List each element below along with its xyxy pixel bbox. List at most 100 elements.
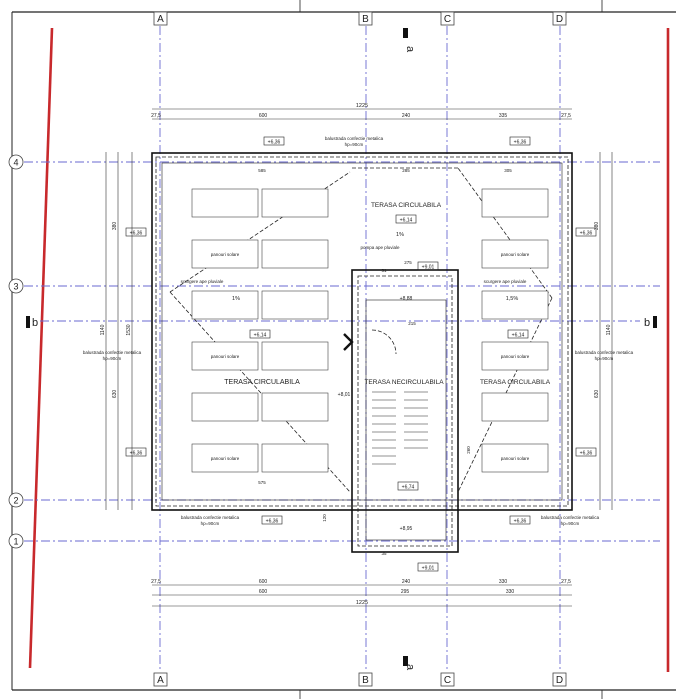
pump-note: pompa ape pluviale bbox=[360, 245, 400, 250]
dim-left-1: 1140 bbox=[100, 324, 106, 335]
solar-panel-label-r3: panouri solare bbox=[501, 456, 530, 461]
axis-bubble-a-bottom bbox=[153, 672, 168, 687]
level-terrace-top: +6,14 bbox=[400, 218, 413, 224]
dim-bot-3-0: 1225 bbox=[356, 600, 368, 606]
dim-bot-2-0: 600 bbox=[259, 589, 268, 595]
dim-bot-1-4: 27,5 bbox=[561, 579, 571, 585]
level-center-bottom-outer: +9,01 bbox=[422, 566, 435, 572]
dim-inner-6: 51 bbox=[381, 268, 387, 273]
dim-top-2-0: 27,5 bbox=[151, 113, 161, 119]
axis-label-b-top: B bbox=[362, 14, 369, 25]
solar-panel-label-l2: panouri solare bbox=[211, 354, 240, 359]
railing-note-bottom-left: balustrada confectie metalica bbox=[181, 515, 240, 520]
dim-bot-1-1: 600 bbox=[259, 579, 268, 585]
axis-label-a-bottom: A bbox=[157, 675, 164, 686]
level-main-2: +6,36 bbox=[514, 140, 527, 146]
dim-right-2: 630 bbox=[594, 390, 600, 399]
dim-right-0: 380 bbox=[594, 222, 600, 231]
slope-right: 1,5% bbox=[506, 296, 519, 302]
level-main-7: +6,36 bbox=[266, 519, 279, 525]
axis-bubble-2 bbox=[8, 492, 24, 508]
level-main-1: +6,36 bbox=[268, 140, 281, 146]
room-label-terasa-center: TERASA NECIRCULABILA bbox=[364, 379, 444, 386]
dim-inner-3: 285 bbox=[402, 168, 410, 173]
level-main-tag-3 bbox=[125, 227, 147, 237]
solar-panel-l11 bbox=[191, 443, 259, 473]
axis-label-c-bottom: C bbox=[444, 675, 451, 686]
dim-left-0: 380 bbox=[112, 222, 118, 231]
solar-panel-r6 bbox=[481, 443, 549, 473]
dim-bot-1-3: 330 bbox=[499, 579, 508, 585]
axis-label-c-top: C bbox=[444, 14, 451, 25]
roof-parapet-outline bbox=[155, 156, 569, 507]
dim-inner-7: 35 bbox=[381, 551, 387, 556]
level-stair-low: +8,01 bbox=[338, 392, 351, 398]
level-center-mid: +8,88 bbox=[400, 296, 413, 302]
dim-left-3: 1530 bbox=[126, 324, 132, 335]
room-label-terasa-top: TERASA CIRCULABILA bbox=[371, 202, 442, 209]
solar-panel-r1 bbox=[481, 188, 549, 218]
solar-panel-l2 bbox=[261, 188, 329, 218]
level-main-6: +6,36 bbox=[580, 451, 593, 457]
axis-bubble-d-bottom bbox=[552, 672, 567, 687]
railing-height-bottom-right: hp=90cm bbox=[561, 521, 580, 526]
railing-height-right: hp=90cm bbox=[595, 356, 614, 361]
level-tag-left bbox=[249, 329, 271, 339]
solar-panel-label-l3: panouri solare bbox=[211, 456, 240, 461]
solar-panel-l7 bbox=[191, 341, 259, 371]
axis-bubble-b-bottom bbox=[358, 672, 373, 687]
level-stair-right: +6,74 bbox=[402, 485, 415, 491]
solar-panel-l12 bbox=[261, 443, 329, 473]
level-tag-ctop bbox=[417, 261, 439, 271]
level-center-bot: +8,95 bbox=[400, 526, 413, 532]
railing-note-bottom-right: balustrada confectie metalica bbox=[541, 515, 600, 520]
level-terrace-left: +6,14 bbox=[254, 333, 267, 339]
railing-height-left: hp=90cm bbox=[103, 356, 122, 361]
level-main-tag-6 bbox=[575, 447, 597, 457]
axis-bubble-a-top bbox=[153, 11, 168, 26]
stair-core-outline bbox=[351, 269, 459, 553]
dim-top-2-4: 27,5 bbox=[561, 113, 571, 119]
axis-bubble-b-top bbox=[358, 11, 373, 26]
railing-note-right: balustrada confectie metalica bbox=[575, 350, 634, 355]
section-label-b-left: b bbox=[32, 317, 38, 329]
axis-label-2: 2 bbox=[13, 496, 18, 506]
level-main-tag-7 bbox=[261, 515, 283, 525]
stair-direction-chevron bbox=[343, 333, 354, 351]
solar-panel-r5 bbox=[481, 392, 549, 422]
level-tag-stair bbox=[397, 481, 419, 491]
solar-panel-r3 bbox=[481, 290, 549, 320]
axis-label-b-bottom: B bbox=[362, 675, 369, 686]
level-terrace-right: +6,14 bbox=[512, 333, 525, 339]
ridge-diagonal-3 bbox=[457, 167, 553, 299]
level-main-tag-8 bbox=[509, 515, 531, 525]
railing-height-top: hp=90cm bbox=[345, 142, 364, 147]
room-label-terasa-right: TERASA CIRCULABILA bbox=[480, 379, 551, 386]
red-boundary-left bbox=[28, 27, 54, 669]
level-tag-right bbox=[507, 329, 529, 339]
stair-core-room bbox=[365, 299, 447, 541]
solar-panel-l8 bbox=[261, 341, 329, 371]
solar-panel-l10 bbox=[261, 392, 329, 422]
solar-panel-label-r1: panouri solare bbox=[501, 252, 530, 257]
room-label-terasa-left: TERASA CIRCULABILA bbox=[224, 379, 300, 386]
level-main-tag-2 bbox=[509, 136, 531, 146]
solar-panel-r2 bbox=[481, 239, 549, 269]
dim-bot-1-0: 27,5 bbox=[151, 579, 161, 585]
axis-bubble-c-top bbox=[440, 11, 455, 26]
dim-bot-1-2: 240 bbox=[402, 579, 411, 585]
rain-note-right: scurgere ape pluviale bbox=[484, 279, 527, 284]
dim-top-2-3: 335 bbox=[499, 113, 508, 119]
rain-note-left: scurgere ape pluviale bbox=[181, 279, 224, 284]
level-main-3: +6,36 bbox=[130, 231, 143, 237]
dim-top-2-2: 240 bbox=[402, 113, 411, 119]
railing-note-top: balustrada confectie metalica bbox=[325, 136, 384, 141]
dim-inner-9: 260 bbox=[466, 446, 471, 454]
axis-label-d-bottom: D bbox=[556, 675, 563, 686]
solar-panel-label-r2: panouri solare bbox=[501, 354, 530, 359]
solar-panel-r4 bbox=[481, 341, 549, 371]
level-tag-top bbox=[395, 214, 417, 224]
solar-panel-l6 bbox=[261, 290, 329, 320]
roof-inner-outline bbox=[161, 162, 563, 501]
